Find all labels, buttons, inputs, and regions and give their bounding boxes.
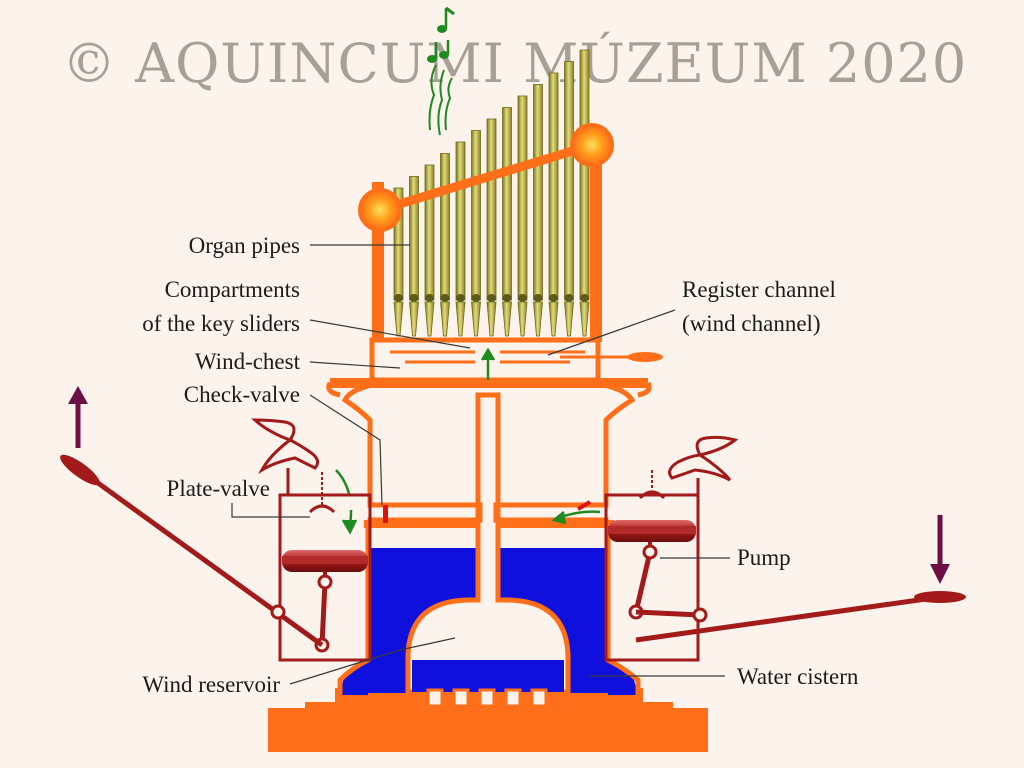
left-pump — [60, 418, 372, 662]
organ-pipe — [564, 61, 574, 301]
pipe-mouth — [440, 294, 450, 302]
organ-pipe — [548, 72, 559, 301]
pipe-foot — [517, 301, 528, 337]
wind-chest — [369, 337, 663, 383]
right-knob-icon — [570, 123, 614, 167]
pipe-mouth — [502, 294, 512, 302]
sound-notes-icon — [427, 6, 455, 136]
pipe-foot — [409, 301, 419, 337]
pipe-mouth — [549, 294, 558, 302]
pipe-foot — [564, 301, 574, 337]
wind-reservoir — [405, 392, 571, 708]
pipe-foot — [502, 301, 512, 337]
pipe-mouth — [564, 294, 574, 302]
left-knob-icon — [358, 188, 402, 232]
pipe-mouth — [580, 294, 589, 302]
pipe-foot — [579, 301, 590, 337]
down-arrow-icon — [930, 515, 950, 584]
pipe-foot — [424, 301, 435, 337]
pipe-mouth — [487, 294, 496, 302]
label-water-cistern: Water cistern — [737, 664, 859, 689]
right-pump — [604, 435, 966, 662]
air-flow-arrows — [335, 347, 601, 535]
pipe-foot — [548, 301, 559, 337]
organ-pipes — [393, 49, 590, 337]
label-plate-valve: Plate-valve — [167, 476, 270, 501]
watermark: © AQUINCUMI MÚZEUM 2020 — [62, 31, 967, 95]
label-register-line1: Register channel — [682, 277, 836, 302]
pipe-foot — [440, 301, 450, 337]
pipe-frame — [358, 123, 614, 342]
pipe-mouth — [409, 294, 419, 302]
label-check-valve: Check-valve — [184, 382, 300, 407]
check-valves — [383, 500, 592, 523]
organ-pipe — [424, 164, 435, 301]
organ-pipe — [486, 118, 497, 301]
pipe-foot — [393, 301, 404, 337]
label-pump: Pump — [737, 545, 791, 570]
up-arrow-icon — [68, 386, 88, 448]
label-compartments-line2: of the key sliders — [142, 311, 300, 336]
pipe-foot — [533, 301, 543, 337]
pipe-foot — [471, 301, 481, 337]
organ-pipe — [533, 84, 543, 301]
organ-pipe — [440, 153, 450, 301]
organ-pipe — [471, 130, 481, 301]
leader-lines — [231, 244, 730, 685]
label-wind-reservoir: Wind reservoir — [142, 672, 280, 697]
pipe-foot — [455, 301, 466, 337]
upper-casing — [326, 378, 652, 528]
pipe-mouth — [394, 294, 403, 302]
organ-pipe — [455, 141, 466, 301]
label-wind-chest: Wind-chest — [195, 349, 301, 374]
label-compartments-line1: Compartments — [165, 277, 300, 302]
pipe-foot — [486, 301, 497, 337]
label-register-line2: (wind channel) — [682, 311, 821, 336]
pipe-mouth — [518, 294, 527, 302]
pipe-mouth — [533, 294, 543, 302]
pipe-mouth — [456, 294, 465, 302]
pipe-mouth — [425, 294, 434, 302]
organ-pipe — [579, 49, 590, 301]
organ-pipe — [502, 107, 512, 301]
pipe-mouth — [471, 294, 481, 302]
organ-pipe — [517, 95, 528, 301]
label-organ-pipes: Organ pipes — [189, 233, 300, 258]
register-handle-icon — [627, 352, 663, 362]
